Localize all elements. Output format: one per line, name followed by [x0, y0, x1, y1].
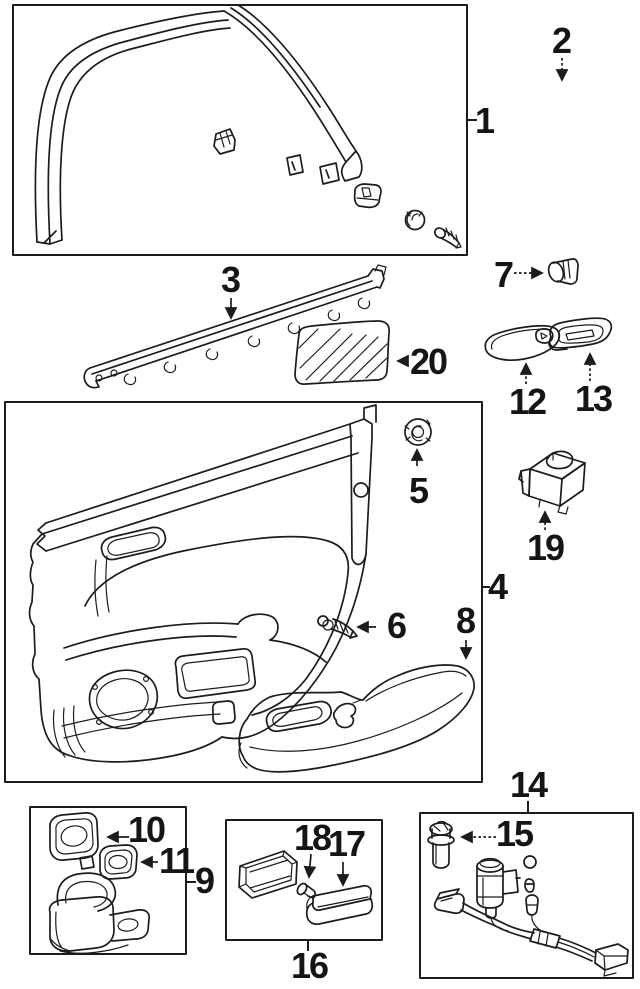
lamp-housing-drawing: [238, 850, 298, 899]
callout-1-label: 1: [475, 100, 495, 141]
actuator-small-parts-drawing: [523, 855, 539, 916]
callout-5-label: 5: [409, 470, 429, 511]
callout-10-label: 10: [128, 809, 165, 850]
callout-3-label: 3: [221, 259, 240, 300]
door-trim-panel-assembly-box: [4, 401, 483, 783]
callout-8-label: 8: [456, 600, 475, 641]
window-switch-drawing: [518, 450, 586, 515]
ashtray-assembly-box: [29, 806, 187, 955]
power-actuator-assembly-box: [419, 812, 634, 979]
callout-19-label: 19: [527, 527, 564, 568]
callout-4-label: 4: [488, 566, 508, 607]
ashtray-box-drawing: [48, 872, 150, 954]
panel-screw-drawing: [317, 615, 358, 639]
callout-15-label: 15: [496, 813, 534, 854]
actuator-motor-drawing: [476, 857, 521, 919]
callout-16-label: 16: [291, 945, 328, 986]
mirror-glass-drawing: [294, 320, 390, 385]
callout-13-label: 13: [575, 378, 612, 419]
window-run-molding-drawing: [34, 10, 231, 245]
ashtray-cup-drawing: [99, 844, 138, 880]
callout-12-label: 12: [509, 381, 546, 422]
wiring-harness-drawing: [433, 888, 629, 977]
callout-20-label: 20: [410, 341, 447, 382]
ashtray-receptacle-drawing: [49, 812, 99, 870]
handle-bezel-drawing: [548, 317, 613, 351]
molding-clip-drawing: [353, 183, 382, 209]
belt-molding-drawing: [83, 264, 387, 389]
trim-clip-drawing: [547, 258, 579, 285]
garnish-clip-drawing: [213, 128, 236, 155]
frame-screw-drawing: [433, 227, 462, 249]
window-frame-assembly-box: [12, 4, 468, 256]
callout-17-label: 17: [328, 823, 365, 864]
callout-18-label: 18: [294, 817, 331, 858]
trim-grommet-drawing: [404, 418, 432, 446]
window-frame-garnish-drawing: [223, 4, 363, 185]
frame-grommet-drawing: [404, 209, 426, 231]
callout-7-label: 7: [494, 254, 513, 295]
callout-18-arrow: [303, 853, 317, 879]
callout-9-label: 9: [195, 860, 214, 901]
lamp-lens-drawing: [305, 885, 374, 926]
courtesy-lamp-assembly-box: [225, 819, 383, 941]
cigarette-lighter-drawing: [427, 820, 455, 869]
callout-14-label: 14: [510, 764, 548, 805]
callout-11-label: 11: [159, 840, 195, 881]
callout-2-label: 2: [552, 20, 571, 61]
door-trim-panel-drawing: [28, 404, 377, 763]
callout-6-label: 6: [387, 605, 406, 646]
armrest-drawing: [238, 664, 475, 773]
